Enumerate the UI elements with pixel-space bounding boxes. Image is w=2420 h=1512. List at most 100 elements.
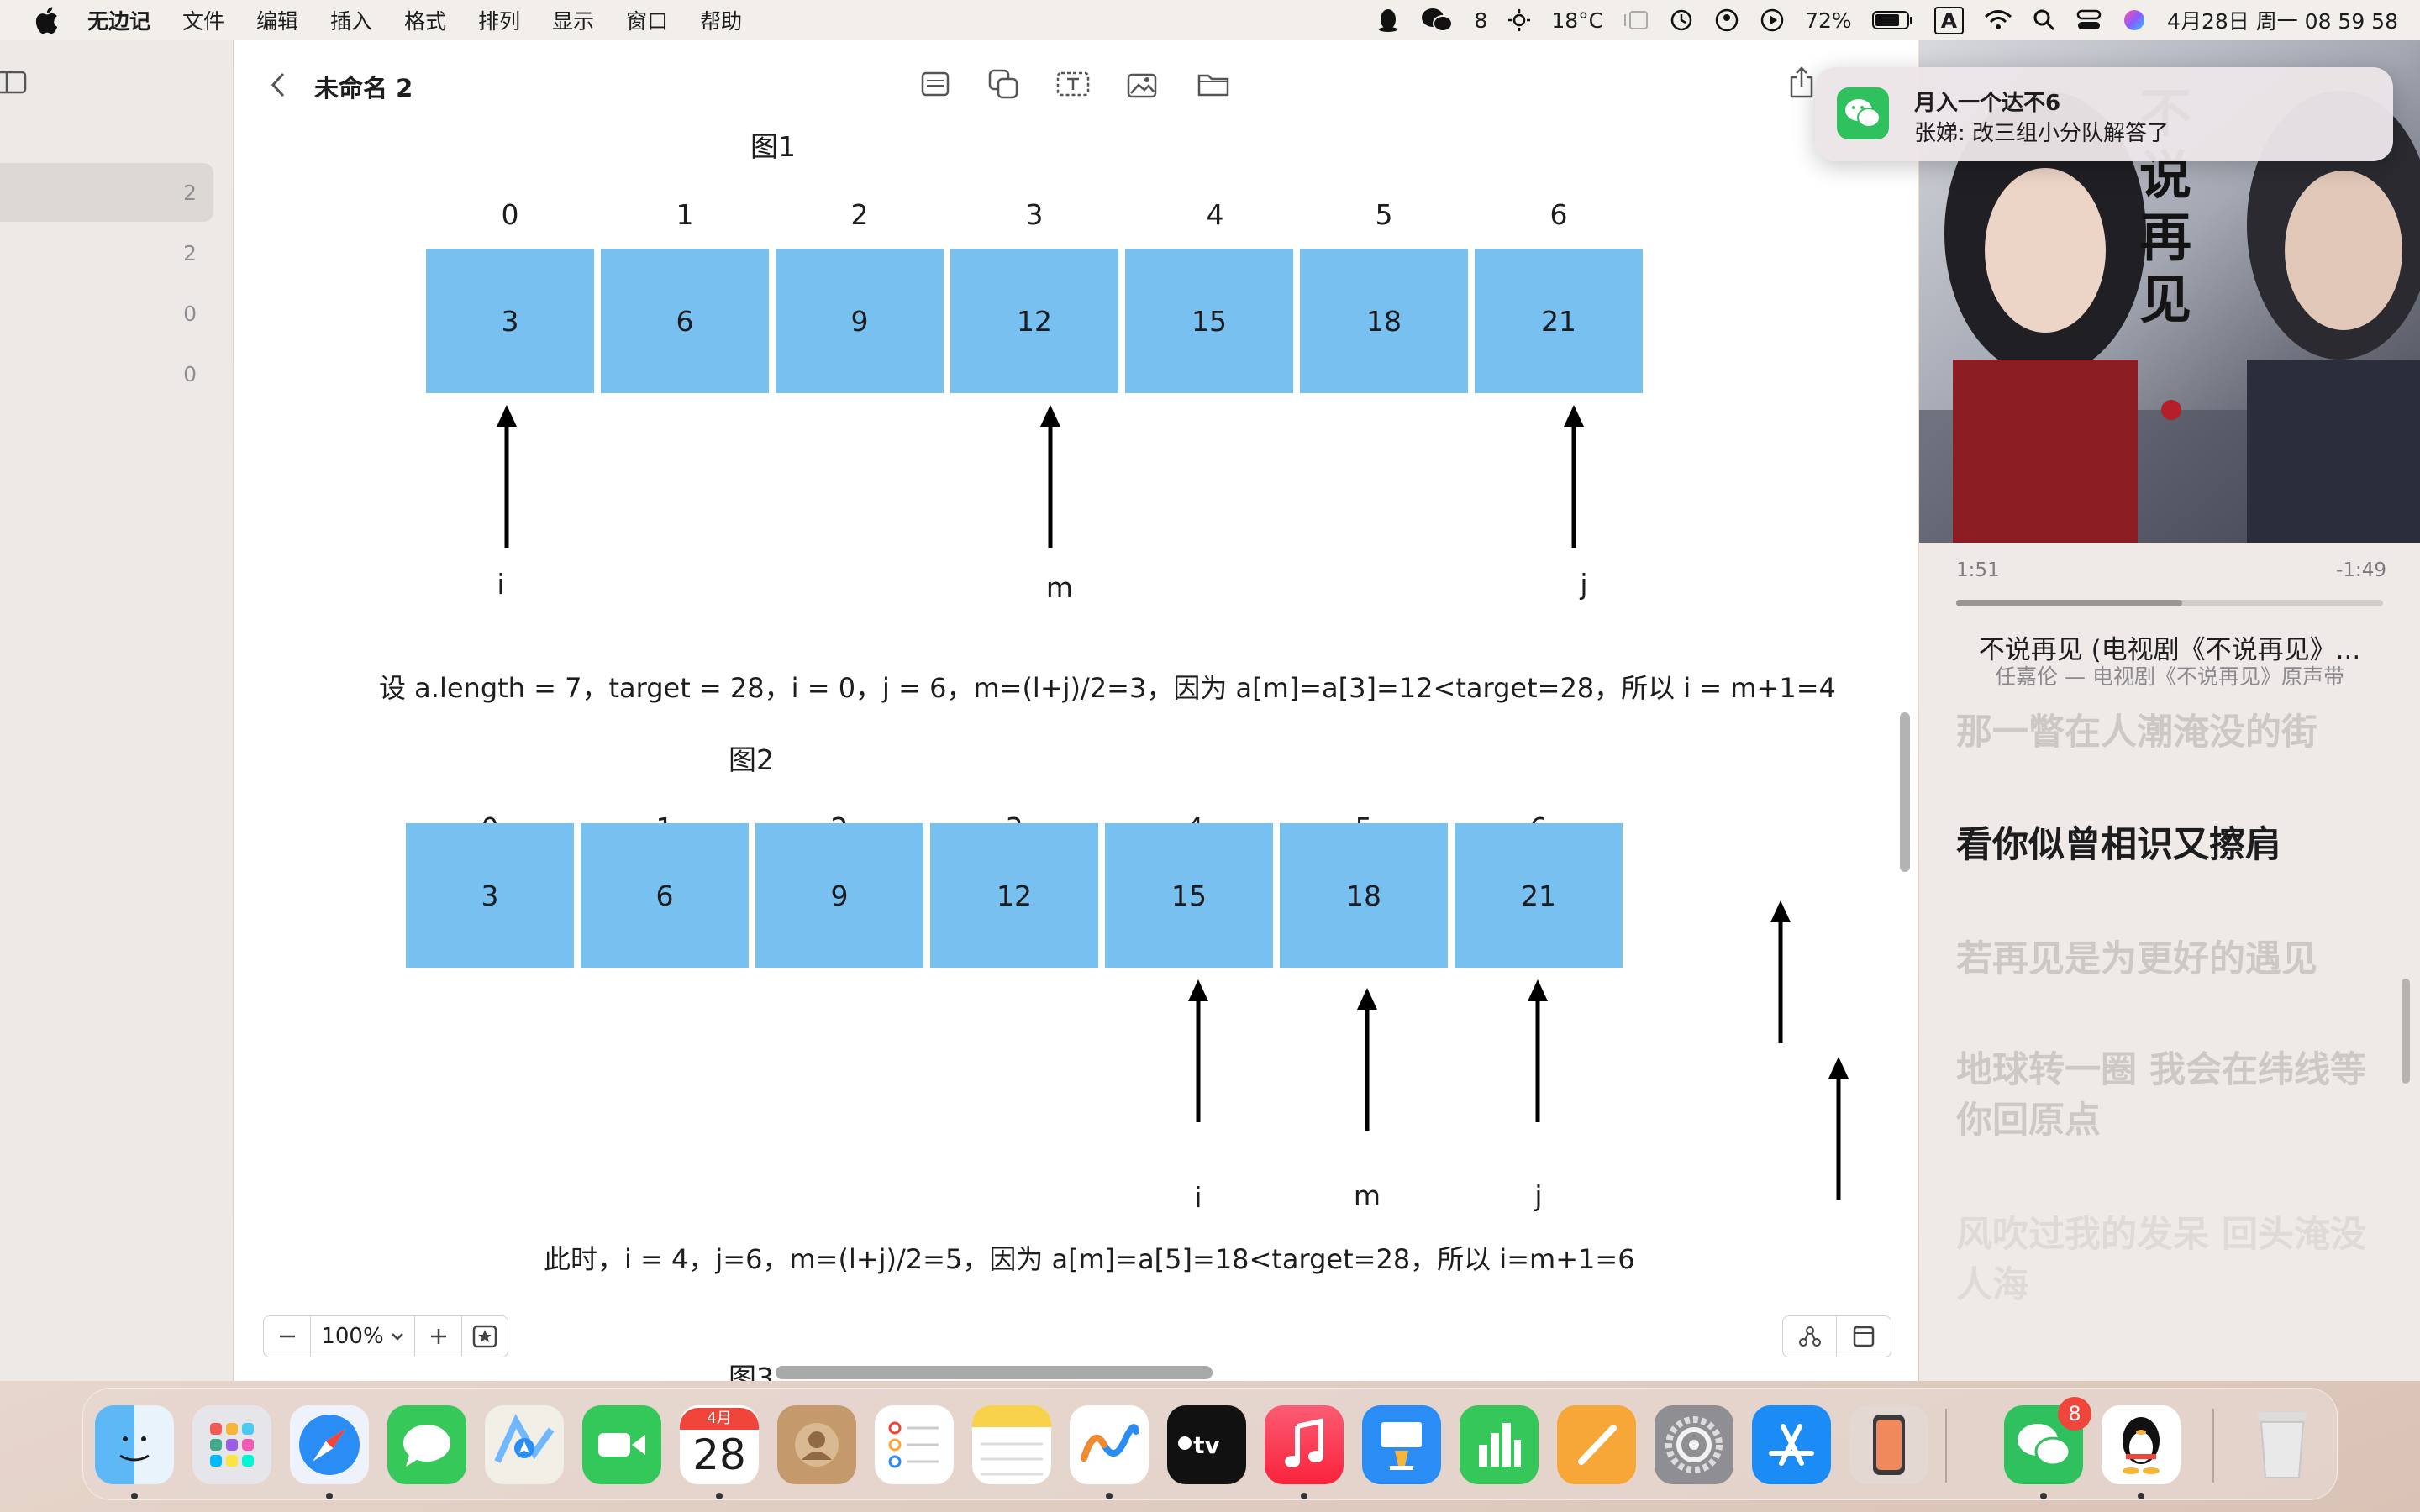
- dock-contacts[interactable]: [777, 1405, 856, 1484]
- favorite-view-button[interactable]: [462, 1316, 508, 1357]
- fig1-index-4[interactable]: 4: [1206, 198, 1224, 231]
- zoom-in-button[interactable]: [415, 1316, 462, 1357]
- input-method-indicator[interactable]: A: [1933, 6, 1965, 34]
- dock-apple-tv[interactable]: tv: [1167, 1405, 1246, 1484]
- dock-iphone-mirroring[interactable]: [1849, 1405, 1928, 1484]
- sidebar-item-1[interactable]: 2: [0, 163, 213, 222]
- lyric-line-0[interactable]: 那一瞥在人潮淹没的街: [1956, 711, 2317, 753]
- time-machine-icon[interactable]: [1669, 8, 1694, 33]
- fig1-index-5[interactable]: 5: [1375, 198, 1393, 231]
- dock-launchpad[interactable]: [192, 1405, 271, 1484]
- siri-icon[interactable]: [2122, 8, 2147, 33]
- battery-icon[interactable]: [1871, 10, 1914, 30]
- lyric-line-4[interactable]: 风吹过我的发呆 回头淹没人海: [1956, 1214, 2366, 1306]
- sidebar-item-4[interactable]: 0: [0, 344, 213, 403]
- menu-edit[interactable]: 编辑: [256, 9, 299, 34]
- fig2-pointer-m[interactable]: m: [1353, 1179, 1381, 1212]
- menu-help[interactable]: 帮助: [700, 9, 743, 34]
- sidebar-toggle-icon[interactable]: [0, 71, 27, 94]
- dock-finder[interactable]: [95, 1405, 174, 1484]
- fig2-pointer-i[interactable]: i: [1194, 1181, 1202, 1214]
- sidebar-item-3[interactable]: 0: [0, 284, 213, 343]
- dock-messages[interactable]: [387, 1405, 466, 1484]
- control-center-icon[interactable]: [2076, 8, 2102, 32]
- figure2-caption[interactable]: 图2: [729, 743, 774, 776]
- sticky-note-button[interactable]: [917, 67, 954, 101]
- fig1-index-3[interactable]: 3: [1025, 198, 1044, 231]
- weather-temperature[interactable]: 18°C: [1551, 8, 1604, 33]
- fig1-index-1[interactable]: 1: [676, 198, 694, 231]
- dock-pages[interactable]: [1557, 1405, 1636, 1484]
- play-icon[interactable]: [1760, 8, 1785, 33]
- fig1-index-0[interactable]: 0: [501, 198, 519, 231]
- menu-window[interactable]: 窗口: [626, 9, 669, 34]
- fig1-index-2[interactable]: 2: [850, 198, 869, 231]
- dock-calendar[interactable]: 4月 28: [680, 1405, 759, 1484]
- fig2-cell-0[interactable]: 3: [406, 823, 574, 968]
- lyrics-scrollbar[interactable]: [2402, 979, 2410, 1084]
- user-account-icon[interactable]: [1714, 8, 1739, 33]
- dock-notes[interactable]: [972, 1405, 1051, 1484]
- fig1-arrow-i[interactable]: [492, 405, 522, 549]
- text-box-button[interactable]: [1055, 67, 1092, 101]
- fig1-arrow-j[interactable]: [1559, 405, 1589, 549]
- fig2-pointer-j[interactable]: j: [1534, 1179, 1543, 1212]
- lyric-line-current[interactable]: 看你似曾相识又擦肩: [1956, 824, 2281, 866]
- dock-system-settings[interactable]: [1655, 1405, 1733, 1484]
- figure1-caption[interactable]: 图1: [750, 130, 796, 163]
- lyric-line-3[interactable]: 地球转一圈 我会在纬线等你回原点: [1956, 1049, 2366, 1142]
- fig2-cell-4[interactable]: 15: [1105, 823, 1273, 968]
- fig1-arrow-m[interactable]: [1035, 405, 1065, 549]
- dock-maps[interactable]: [485, 1405, 564, 1484]
- dock-reminders[interactable]: [875, 1405, 954, 1484]
- lyric-line-2[interactable]: 若再见是为更好的遇见: [1956, 938, 2317, 980]
- song-artist[interactable]: 任嘉伦 — 电视剧《不说再见》原声带: [1995, 664, 2344, 689]
- figure3-caption[interactable]: 图3: [729, 1362, 774, 1381]
- sidebar-item-2[interactable]: 2: [0, 223, 213, 282]
- fig2-arrow-m[interactable]: [1352, 988, 1382, 1132]
- vertical-scrollbar[interactable]: [1900, 712, 1910, 872]
- search-icon[interactable]: [2033, 8, 2056, 32]
- loose-arrow-2[interactable]: [1823, 1057, 1854, 1201]
- clock[interactable]: 4月28日 周一 08 59 58: [2167, 9, 2398, 34]
- menu-format[interactable]: 格式: [404, 9, 447, 34]
- back-chevron-icon[interactable]: [268, 71, 288, 99]
- menu-file[interactable]: 文件: [182, 9, 225, 34]
- dock-keynote[interactable]: [1362, 1405, 1441, 1484]
- wechat-icon[interactable]: [1420, 7, 1454, 34]
- wechat-notification[interactable]: 月入一个达不6 张娣: 改三组小分队解答了: [1815, 67, 2393, 161]
- fig1-cell-6[interactable]: 21: [1475, 249, 1643, 393]
- fig2-cell-5[interactable]: 18: [1280, 823, 1448, 968]
- media-button[interactable]: [1125, 67, 1162, 101]
- connection-button[interactable]: [1783, 1316, 1837, 1357]
- qq-penguin-icon[interactable]: [1376, 8, 1400, 33]
- document-title[interactable]: 未命名 2: [314, 74, 413, 102]
- wifi-icon[interactable]: [1984, 9, 2012, 31]
- file-button[interactable]: [1195, 67, 1232, 101]
- apple-logo-icon[interactable]: [34, 6, 59, 34]
- horizontal-scrollbar[interactable]: [776, 1366, 1213, 1379]
- zoom-out-button[interactable]: [264, 1316, 311, 1357]
- dock-qq[interactable]: [2102, 1405, 2181, 1484]
- dock-numbers[interactable]: [1460, 1405, 1539, 1484]
- playback-progress-bar[interactable]: [1956, 600, 2383, 606]
- fig2-cell-3[interactable]: 12: [930, 823, 1098, 968]
- dock-safari[interactable]: [290, 1405, 369, 1484]
- dock-music[interactable]: [1265, 1405, 1344, 1484]
- fig2-cell-2[interactable]: 9: [755, 823, 923, 968]
- fig1-cell-5[interactable]: 18: [1300, 249, 1468, 393]
- dock-freeform[interactable]: [1070, 1405, 1149, 1484]
- menu-insert[interactable]: 插入: [330, 9, 373, 34]
- shapes-button[interactable]: [985, 67, 1022, 101]
- stage-manager-icon[interactable]: [1623, 9, 1649, 31]
- menu-app-name[interactable]: 无边记: [87, 9, 151, 34]
- fig2-explanation[interactable]: 此时，i = 4，j=6，m=(l+j)/2=5，因为 a[m]=a[5]=18…: [544, 1243, 1635, 1275]
- fig1-cell-4[interactable]: 15: [1125, 249, 1293, 393]
- fig1-cell-1[interactable]: 6: [601, 249, 769, 393]
- fig2-arrow-j[interactable]: [1523, 979, 1553, 1124]
- fig2-cell-6[interactable]: 21: [1455, 823, 1623, 968]
- fig1-pointer-j[interactable]: j: [1580, 568, 1588, 601]
- freeform-canvas[interactable]: 未命名 2 图1 0 1 2 3 4 5 6 3 6 9 12 15 18 21…: [234, 40, 1918, 1381]
- zoom-level-select[interactable]: 100%: [311, 1316, 415, 1357]
- fig1-explanation[interactable]: 设 a.length = 7，target = 28，i = 0，j = 6，m…: [379, 672, 1836, 704]
